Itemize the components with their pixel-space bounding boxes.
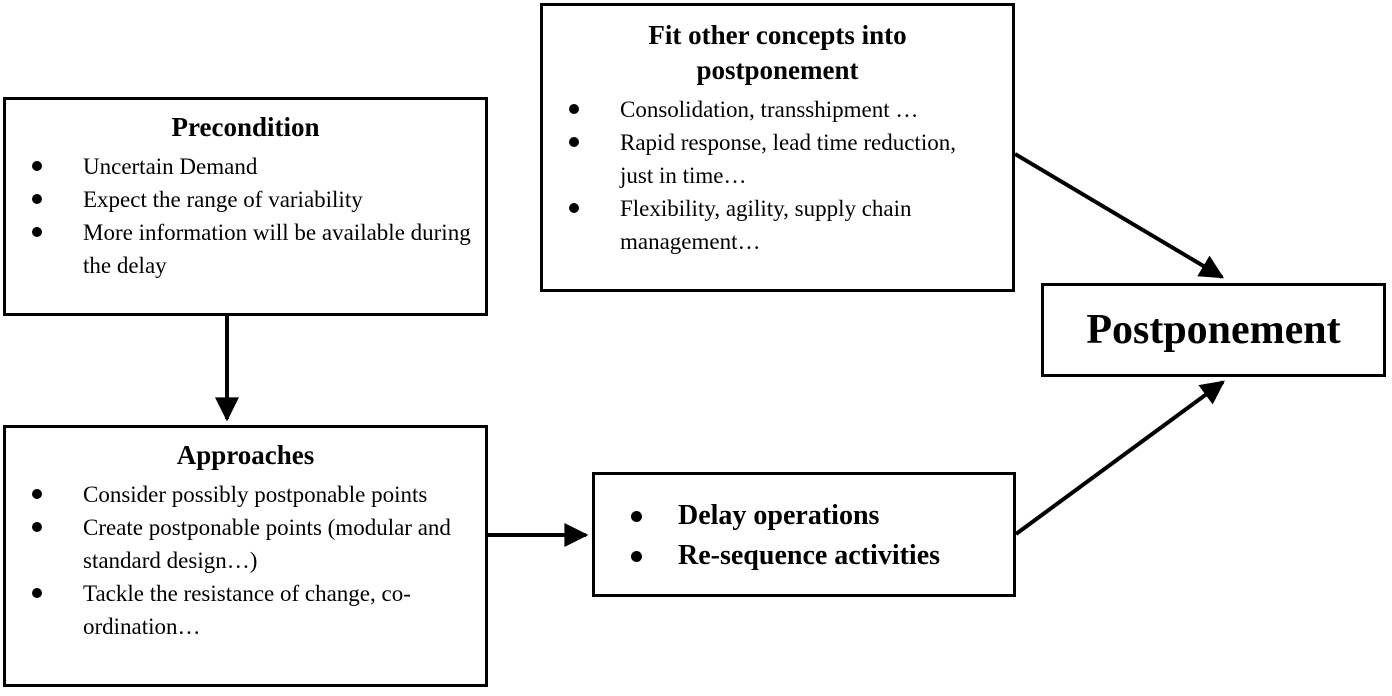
list-item: Flexibility, agility, supply chain manag… xyxy=(543,192,1012,258)
list-item-text: More information will be available durin… xyxy=(83,220,471,278)
bullet-icon xyxy=(32,522,42,532)
precondition-box: Precondition Uncertain Demand Expect the… xyxy=(3,97,488,316)
list-item-text: Re-sequence activities xyxy=(678,540,941,571)
postponement-title: Postponement xyxy=(1086,307,1341,353)
list-item-text: Consider possibly postponable points xyxy=(83,482,428,507)
list-item: Tackle the resistance of change, co-ordi… xyxy=(6,577,485,643)
bullet-icon xyxy=(32,161,42,171)
actions-box: Delay operations Re-sequence activities xyxy=(592,472,1016,597)
arrow-fit-concepts-to-postponement xyxy=(1013,152,1225,279)
list-item-text: Rapid response, lead time reduction, jus… xyxy=(620,130,956,188)
list-item: Re-sequence activities xyxy=(595,536,1013,576)
list-item-text: Uncertain Demand xyxy=(83,154,258,179)
list-item: Consider possibly postponable points xyxy=(6,478,485,511)
approaches-box: Approaches Consider possibly postponable… xyxy=(3,425,488,687)
bullet-icon xyxy=(569,104,579,114)
list-item: More information will be available durin… xyxy=(6,216,485,282)
fit-concepts-title: Fit other concepts into postponement xyxy=(648,20,907,85)
bullet-icon xyxy=(631,511,642,522)
bullet-icon xyxy=(32,588,42,598)
list-item: Delay operations xyxy=(595,496,1013,536)
precondition-title: Precondition xyxy=(171,112,320,142)
list-item: Rapid response, lead time reduction, jus… xyxy=(543,126,1012,192)
list-item: Expect the range of variability xyxy=(6,183,485,216)
list-item-text: Tackle the resistance of change, co-ordi… xyxy=(83,581,411,639)
approaches-title: Approaches xyxy=(176,440,315,470)
arrow-actions-to-postponement xyxy=(1014,380,1225,536)
list-item-text: Create postponable points (modular and s… xyxy=(83,515,451,573)
bullet-icon xyxy=(631,551,642,562)
fit-concepts-box: Fit other concepts into postponement Con… xyxy=(540,3,1015,292)
list-item-text: Expect the range of variability xyxy=(83,187,363,212)
precondition-list: Uncertain Demand Expect the range of var… xyxy=(6,150,485,282)
bullet-icon xyxy=(32,194,42,204)
list-item: Consolidation, transshipment … xyxy=(543,93,1012,126)
postponement-box: Postponement xyxy=(1041,283,1386,377)
bullet-icon xyxy=(569,137,579,147)
bullet-icon xyxy=(32,227,42,237)
list-item-text: Consolidation, transshipment … xyxy=(620,97,919,122)
approaches-list: Consider possibly postponable points Cre… xyxy=(6,478,485,643)
fit-concepts-list: Consolidation, transshipment … Rapid res… xyxy=(543,93,1012,258)
list-item-text: Flexibility, agility, supply chain manag… xyxy=(620,196,912,254)
list-item-text: Delay operations xyxy=(678,500,880,531)
bullet-icon xyxy=(32,489,42,499)
actions-list: Delay operations Re-sequence activities xyxy=(595,496,1013,576)
bullet-icon xyxy=(569,203,579,213)
list-item: Create postponable points (modular and s… xyxy=(6,511,485,577)
list-item: Uncertain Demand xyxy=(6,150,485,183)
